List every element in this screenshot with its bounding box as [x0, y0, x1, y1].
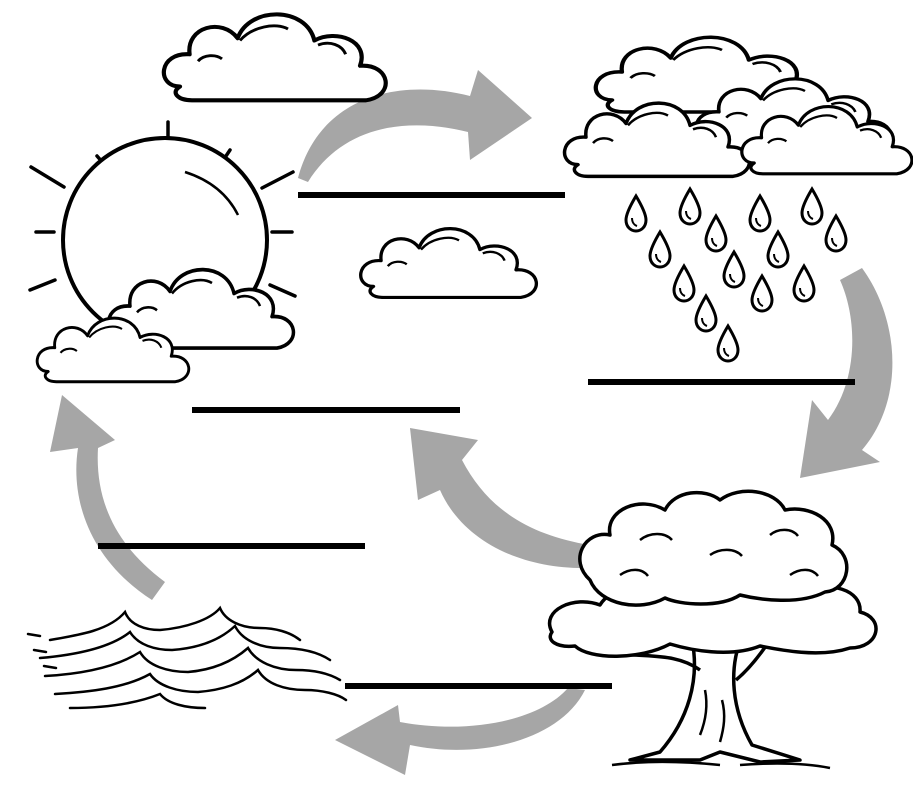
waves-icon: [26, 605, 348, 710]
raindrop-icon: [624, 187, 848, 363]
arrow-icon: [50, 395, 165, 600]
rain-cloud-icon: [562, 37, 913, 179]
arrow-icon: [800, 268, 893, 478]
answer-blank-lines: [98, 192, 855, 689]
cloud-icon: [359, 227, 539, 300]
tree-icon: [548, 489, 878, 770]
arrow-icon: [298, 70, 532, 182]
sun-icon: [28, 120, 297, 384]
cloud-icon: [164, 14, 386, 100]
arrow-icon: [335, 688, 585, 775]
arrow-icon: [410, 428, 590, 569]
